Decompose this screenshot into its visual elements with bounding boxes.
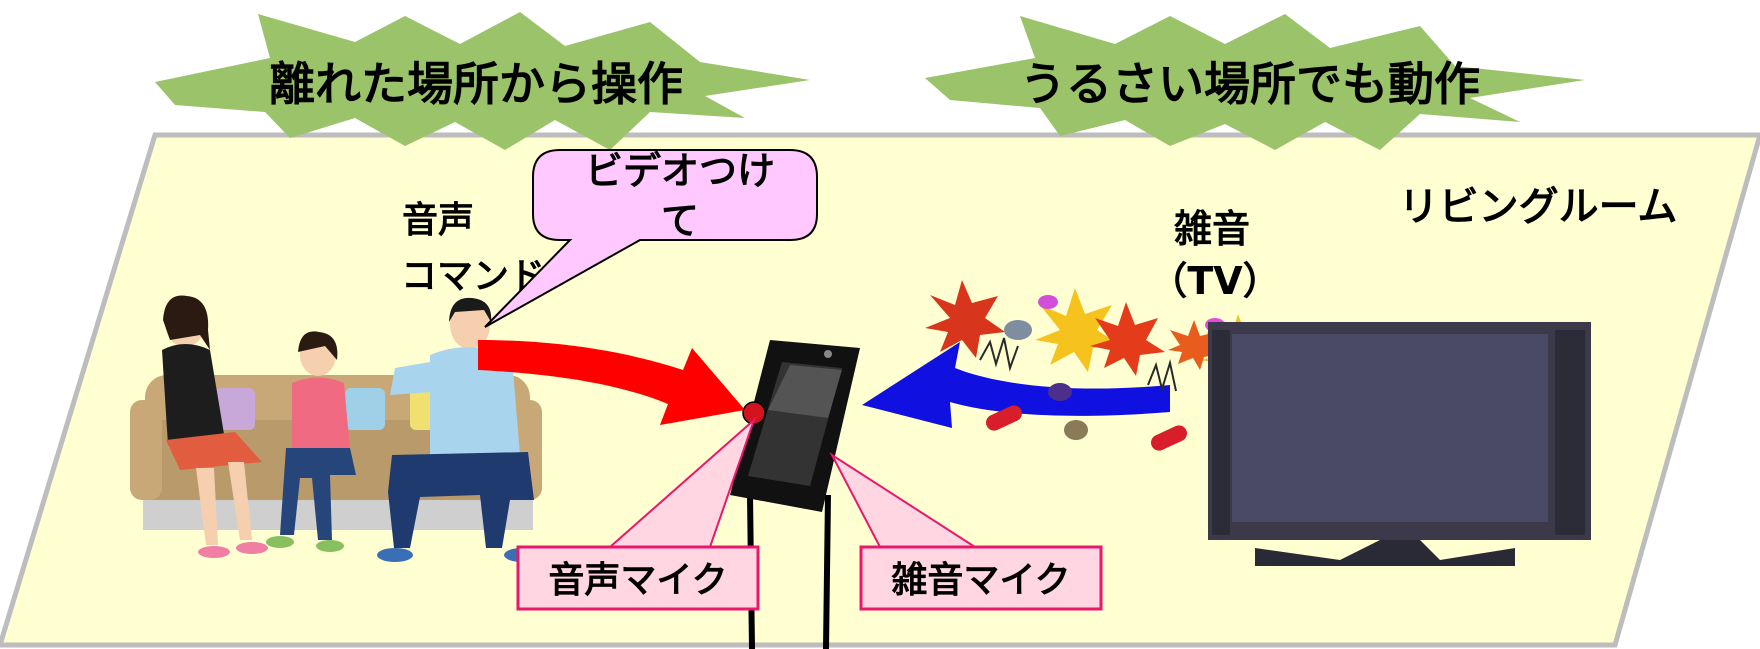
- speech-bubble-shape: [484, 149, 818, 328]
- voice-arrow-icon: [478, 340, 745, 425]
- banner-left: 離れた場所から操作: [155, 12, 810, 150]
- starburst-left-icon: [155, 12, 810, 150]
- banner-right: うるさい場所でも動作: [925, 14, 1585, 150]
- speech-bubble-line1: ビデオつけ: [585, 149, 775, 193]
- voice-mic-label: 音声マイク: [548, 560, 727, 601]
- voice-command-line1: 音声: [402, 200, 474, 241]
- banner-right-text: うるさい場所でも動作: [1020, 57, 1480, 111]
- flat-tv-icon: [1208, 322, 1591, 566]
- speech-bubble-line2: て: [661, 199, 699, 243]
- banner-left-text: 離れた場所から操作: [269, 57, 683, 111]
- room-label: リビングルーム: [1399, 184, 1678, 230]
- family-on-sofa-icon: [130, 295, 542, 562]
- noise-mic-callout: 雑音マイク: [829, 452, 1103, 611]
- noise-arrow-icon: [862, 342, 1170, 428]
- voice-mic-callout: 音声マイク: [516, 416, 760, 611]
- noise-mic-label: 雑音マイク: [890, 560, 1070, 601]
- microphone-dot-icon: [742, 401, 766, 425]
- noise-label-line1: 雑音: [1173, 207, 1250, 251]
- starburst-right-icon: [925, 14, 1585, 150]
- noise-label-line2: （TV）: [1149, 259, 1280, 303]
- speech-bubble: ビデオつけ て: [484, 149, 818, 328]
